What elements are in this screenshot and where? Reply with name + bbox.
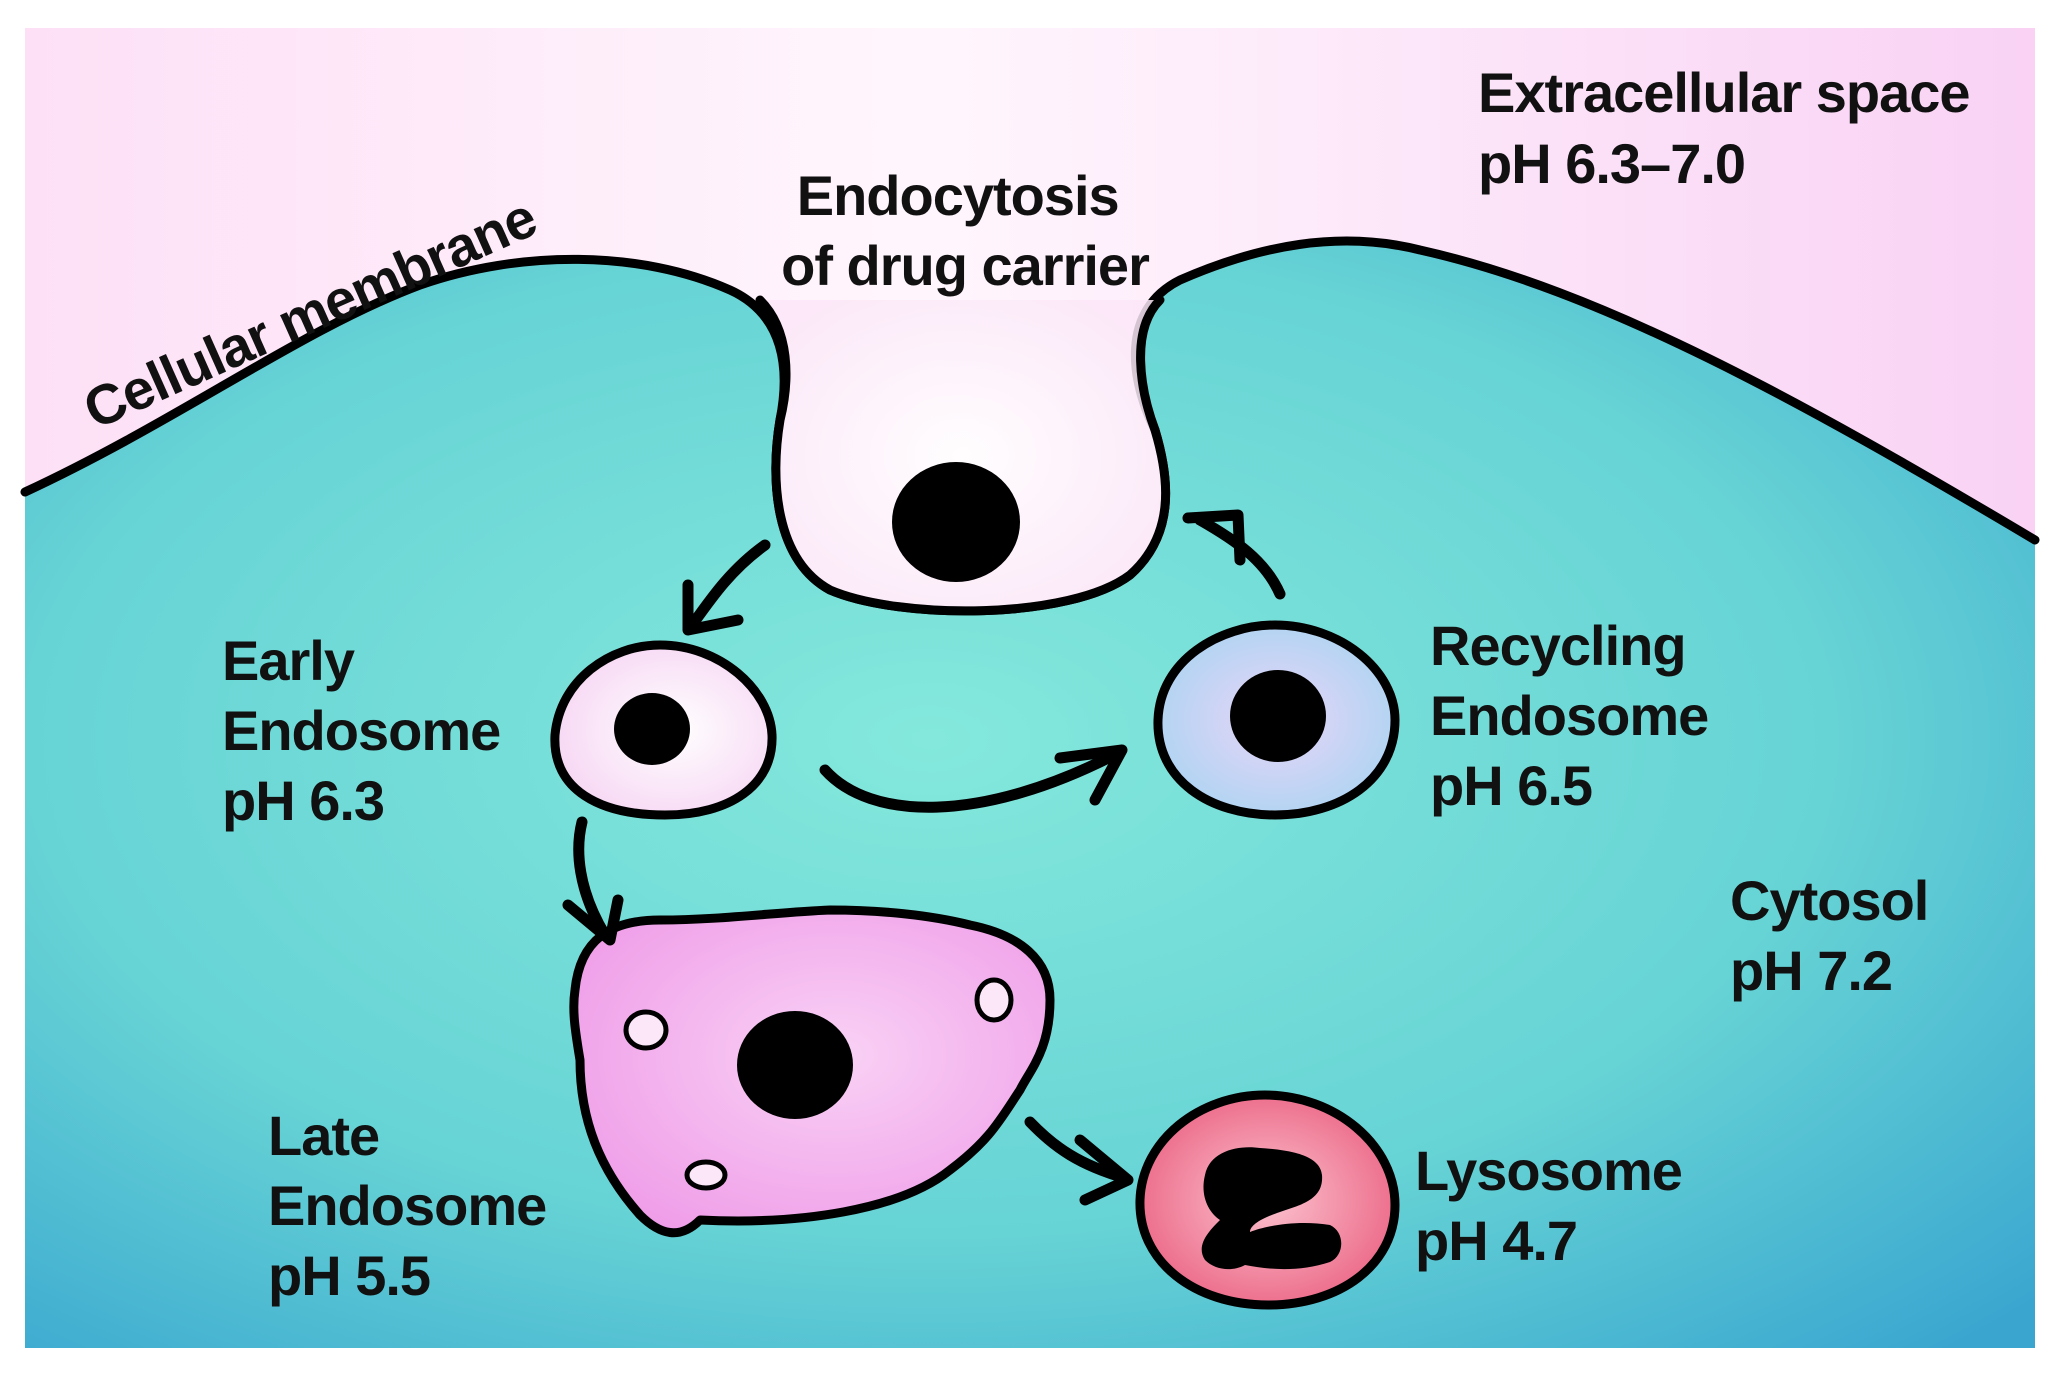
lysosome bbox=[1135, 1090, 1400, 1310]
extracellular-label: Extracellular space pH 6.3–7.0 bbox=[1478, 61, 1984, 195]
early-endosome-cargo bbox=[614, 693, 690, 765]
early-endosome-label: Early Endosome pH 6.3 bbox=[222, 629, 515, 832]
arrow-early-to-late-head bbox=[562, 894, 624, 946]
recycling-endosome-label: Recycling Endosome pH 6.5 bbox=[1430, 614, 1723, 817]
endocytosis-label: Endocytosis of drug carrier bbox=[781, 164, 1149, 297]
trafficking-arrows bbox=[562, 509, 1286, 1206]
intraluminal-vesicle-2 bbox=[974, 977, 1014, 1023]
arrow-late-to-lysosome-head bbox=[1074, 1134, 1134, 1206]
cytosol-label: Cytosol pH 7.2 bbox=[1730, 869, 1943, 1002]
recycling-endosome-cargo bbox=[1230, 670, 1326, 762]
arrow-early-to-recycling bbox=[819, 746, 1126, 813]
arrow-recycling-to-membrane bbox=[1194, 514, 1286, 600]
pocket-outline bbox=[755, 295, 1171, 616]
arrow-pocket-to-early bbox=[684, 539, 771, 634]
late-endosome bbox=[569, 905, 1055, 1238]
drug-carrier-particle bbox=[892, 462, 1020, 582]
arrow-early-to-recycling-head bbox=[1054, 744, 1128, 806]
arrow-pocket-to-early-head bbox=[682, 579, 744, 636]
lysosome-label: Lysosome pH 4.7 bbox=[1415, 1139, 1696, 1272]
early-endosome bbox=[550, 640, 777, 820]
late-endosome-label: Late Endosome pH 5.5 bbox=[268, 1104, 561, 1307]
intraluminal-vesicle-3 bbox=[684, 1159, 728, 1191]
arrow-recycling-to-membrane-head bbox=[1182, 509, 1246, 566]
intraluminal-vesicle-1 bbox=[623, 1009, 669, 1051]
endocytic-pocket bbox=[760, 300, 1166, 611]
arrow-early-to-late bbox=[573, 816, 611, 941]
late-endosome-cargo bbox=[737, 1011, 853, 1119]
recycling-endosome bbox=[1153, 620, 1400, 820]
degraded-cargo bbox=[1201, 1147, 1342, 1270]
arrow-late-to-lysosome bbox=[1024, 1116, 1131, 1184]
